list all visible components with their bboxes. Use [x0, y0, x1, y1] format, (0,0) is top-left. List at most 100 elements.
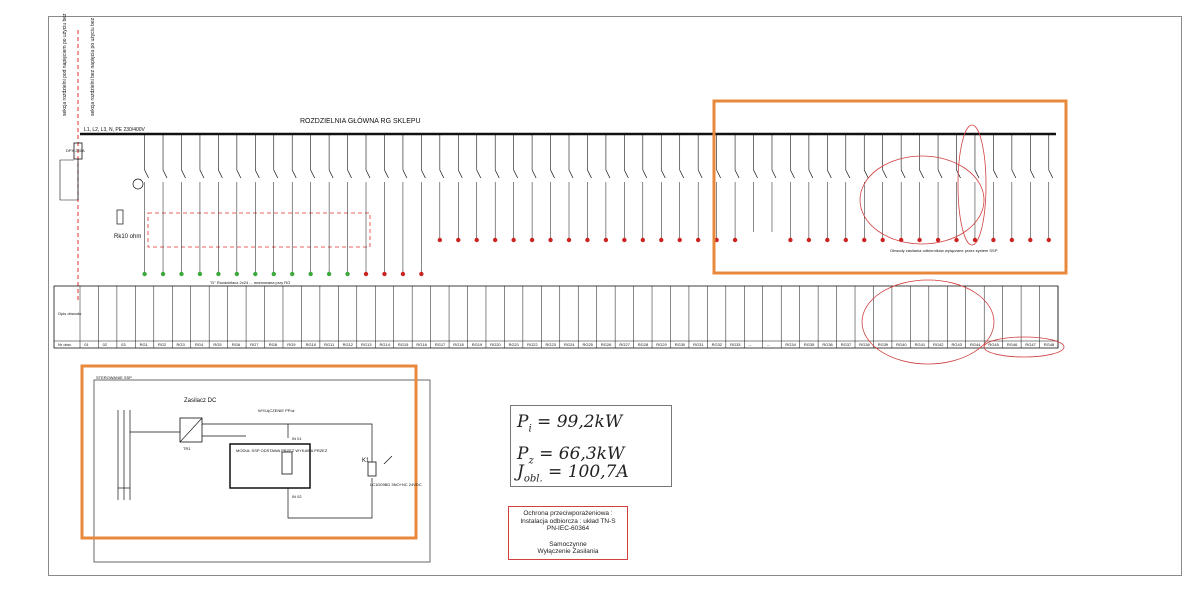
legend-left-header: Opis obwodu [58, 311, 81, 316]
note-line-5: Wyłączenie Zasilania [537, 548, 599, 555]
legend-circuit-number: 03 [121, 342, 126, 347]
legend-circuit-number: RG42 [933, 342, 944, 347]
terminal-dot [1009, 237, 1015, 243]
terminal-dot [142, 271, 147, 277]
terminal-dot [862, 237, 867, 243]
terminal-dot [972, 237, 978, 243]
annotation-scribble-1 [859, 155, 985, 245]
breaker-contact [1030, 169, 1035, 179]
ssp-module-label: MODUŁ SSP ODSTAWA PRZEZ WYKAWA PRZEZ [236, 448, 328, 453]
calculated-current: Jobl. = 100,7A [517, 462, 629, 485]
earthing-resistor [116, 209, 124, 225]
terminal-dot [603, 237, 609, 243]
breaker-contact [568, 169, 574, 179]
legend-circuit-number: RG27 [619, 342, 630, 347]
breaker-contact [236, 169, 242, 179]
section-label-1: sekcja rozdzielni pod napięciem po użyci… [62, 13, 68, 116]
legend-circuit-number: RG21 [509, 342, 520, 347]
breaker-contact [365, 169, 371, 179]
legend-circuit-number: RG17 [435, 342, 446, 347]
breaker-contact [162, 169, 168, 179]
legend-circuit-number: -- [767, 342, 770, 347]
incoming-cable [59, 159, 78, 201]
terminal-dot [935, 237, 941, 243]
note-line-2: Instalacja odbiorcza : układ TN-S [520, 517, 616, 525]
legend-circuit-number: RG3 [176, 342, 185, 347]
legend-circuit-number: RG15 [398, 342, 409, 347]
breaker-contact [919, 169, 924, 179]
legend-circuit-number: RG44 [970, 342, 981, 347]
breaker-contact [421, 169, 426, 179]
breaker-contact [679, 169, 685, 179]
terminal-dot [825, 237, 830, 243]
legend-circuit-number: RG38 [859, 342, 870, 347]
terminal-dot [1028, 237, 1033, 243]
legend-circuit-number: -- [749, 342, 752, 347]
legend-circuit-number: RG43 [952, 342, 963, 347]
terminal-dot [419, 271, 424, 277]
breaker-contact [660, 169, 666, 179]
terminal-dot [622, 237, 627, 243]
breaker-contact [347, 169, 352, 179]
legend-circuit-number: RG13 [361, 342, 372, 347]
legend-number-header: Nr obw. [58, 342, 72, 347]
terminal-dot [954, 237, 959, 243]
breaker-contact [439, 169, 445, 179]
legend-circuit-number: RG5 [213, 342, 222, 347]
breaker-contact [900, 169, 906, 179]
ssp-title: STEROWANIE SSP [96, 375, 132, 380]
breaker-contact [845, 169, 851, 179]
legend-circuit-number: RG2 [158, 342, 167, 347]
breaker-contact [1048, 169, 1054, 179]
terminal-dot [456, 237, 461, 243]
breaker-contact [328, 169, 334, 179]
legend-circuit-number: RG31 [693, 342, 704, 347]
legend-circuit-number: RG34 [785, 342, 796, 347]
terminal-dot [308, 271, 313, 277]
ssp-module [229, 443, 311, 489]
terminal-dot [253, 271, 258, 277]
main-switch-label: DPX 250A [66, 148, 85, 153]
legend-circuit-number: RG26 [601, 342, 612, 347]
breaker-contact [993, 169, 998, 179]
annotation-scribble-4 [983, 336, 1065, 358]
ssp-note: Obwody zasilania odbiorników wyłączane p… [890, 248, 998, 253]
breaker-contact [402, 169, 408, 179]
legend-circuit-number: RG1 [140, 342, 149, 347]
note-line-1: Ochrona przeciwporażeniowa : [523, 510, 613, 517]
breaker-contact [605, 169, 611, 179]
breaker-contact [218, 169, 223, 179]
meter-icon [132, 178, 144, 190]
legend-circuit-number: RG41 [915, 342, 926, 347]
legend-circuit-number: RG48 [1044, 342, 1055, 347]
legend-circuit-number: RG10 [306, 342, 317, 347]
legend-circuit-number: RG25 [582, 342, 593, 347]
legend-circuit-number: RG36 [822, 342, 833, 347]
ssp-output-label: WYŁĄCZENIE PPoż [258, 408, 295, 413]
bus-label: L1, L2, L3, N, PE 230/400V [84, 127, 146, 133]
breaker-contact [827, 169, 832, 179]
terminal-dot [714, 237, 719, 243]
legend-circuit-number: 02 [103, 342, 108, 347]
terminal-dot [437, 237, 443, 243]
board-title: ROZDZIELNIA GŁÓWNA RG SKLEPU [300, 116, 421, 125]
terminal-dot [474, 237, 479, 243]
legend-circuit-number: RG24 [564, 342, 575, 347]
terminal-dot [492, 237, 498, 243]
legend-circuit-number: RG14 [379, 342, 390, 347]
ssp-contact [281, 451, 293, 475]
legend-circuit-number: RG32 [712, 342, 723, 347]
legend-circuit-number: RG19 [472, 342, 483, 347]
breaker-contact [1011, 169, 1017, 179]
breaker-contact [642, 169, 648, 179]
terminal-dot [326, 271, 332, 277]
highlight-box-right [712, 99, 1068, 275]
highlight-box-left [80, 364, 418, 540]
breaker-contact [181, 169, 186, 179]
tr-label: TR1 [183, 446, 191, 451]
breaker-contact [144, 169, 149, 179]
demand-power: Pz = 66,3kW [517, 444, 625, 467]
circuit-group [142, 134, 1054, 277]
section-label-2: sekcja rozdzielni bez napięcia po użyciu… [90, 17, 96, 116]
